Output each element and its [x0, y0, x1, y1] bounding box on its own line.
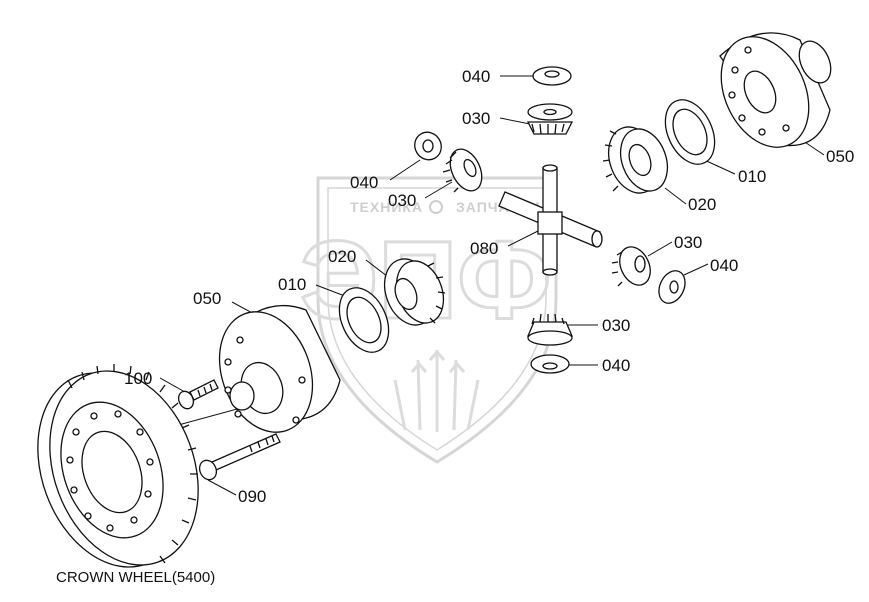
- callout-label: 030: [388, 191, 416, 210]
- callout-label: 040: [602, 356, 630, 375]
- thrust-washer-010-right: [664, 99, 716, 165]
- diagram-caption: CROWN WHEEL(5400): [56, 569, 216, 586]
- callout-label: 040: [462, 67, 490, 86]
- diff-case-050-left: [218, 304, 341, 433]
- washer-040-right: [658, 270, 686, 304]
- bolt-090: [198, 433, 281, 481]
- washer-040-left: [414, 131, 442, 161]
- pinion-gear-030-top: [526, 103, 574, 135]
- cross-shaft-080: [498, 164, 603, 276]
- crown-wheel: [37, 364, 199, 568]
- thrust-washer-010-left: [338, 287, 390, 353]
- callout-labels: 040 030 040 030 010 020 050 080 030 040 …: [124, 67, 854, 506]
- callout-label: 020: [328, 247, 356, 266]
- pinion-gear-030-right: [611, 246, 651, 287]
- pinion-gear-030-bottom: [527, 313, 573, 346]
- washer-040-top: [532, 66, 572, 86]
- watermark-brand-left: ТЕХНИКА: [350, 199, 423, 215]
- diff-case-050-right: [719, 32, 832, 148]
- gear-icon: [429, 200, 443, 214]
- callout-label: 030: [602, 316, 630, 335]
- callout-label: 080: [470, 239, 498, 258]
- callout-label: 010: [278, 275, 306, 294]
- callout-label: 050: [826, 147, 854, 166]
- side-gear-020-right: [602, 126, 669, 194]
- pinion-gear-030-left: [442, 148, 483, 193]
- side-gear-020-left: [383, 258, 446, 326]
- callout-label: 030: [462, 109, 490, 128]
- callout-label: 010: [738, 167, 766, 186]
- callout-label: 040: [710, 256, 738, 275]
- callout-label: 020: [688, 195, 716, 214]
- callout-label: 040: [350, 173, 378, 192]
- washer-040-bottom: [530, 354, 570, 374]
- callout-label: 100: [124, 369, 152, 388]
- bolt-100: [177, 379, 219, 410]
- callout-label: 050: [193, 289, 221, 308]
- callout-label: 090: [238, 487, 266, 506]
- watermark-wheat: [393, 349, 480, 432]
- callout-label: 030: [674, 233, 702, 252]
